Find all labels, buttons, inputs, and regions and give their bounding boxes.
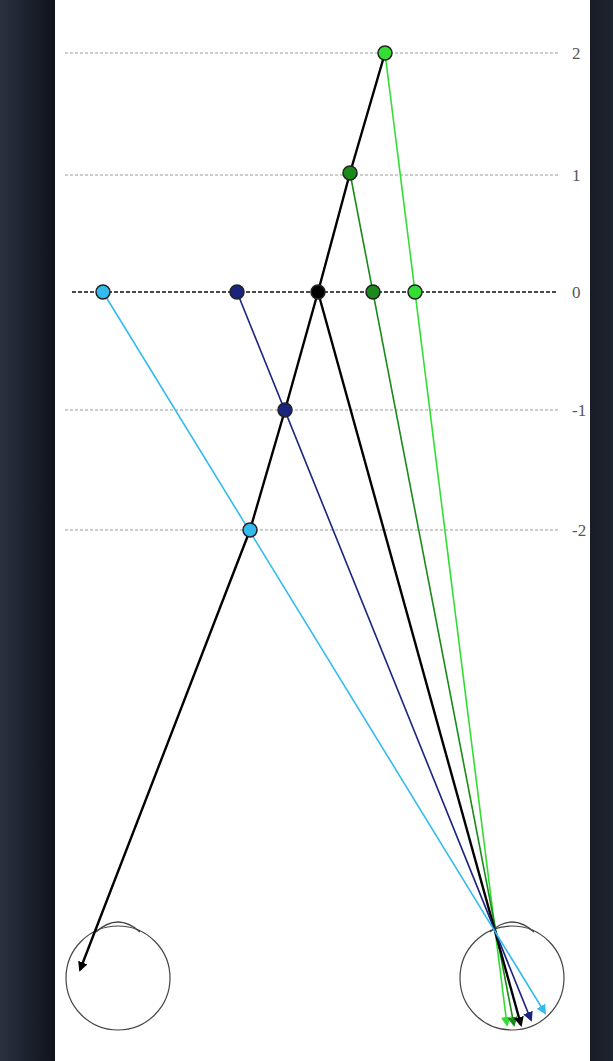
depth-label: 1 (572, 167, 581, 184)
depth-label: -2 (572, 522, 586, 539)
depth-label: 2 (572, 45, 581, 62)
fixation-ray-left (80, 53, 385, 970)
points (96, 46, 422, 537)
depth-label: 0 (572, 284, 581, 301)
depth-planes (65, 53, 558, 530)
ray-plane-minus1 (237, 292, 531, 1020)
white-panel (55, 0, 590, 1061)
ray-plane-2 (385, 53, 507, 1025)
ray-plane-minus2 (103, 292, 545, 1013)
ray-plane-0 (318, 292, 521, 1025)
depth-label: -1 (572, 402, 586, 419)
ray-plane-1 (350, 173, 514, 1025)
eyes (66, 922, 564, 1030)
